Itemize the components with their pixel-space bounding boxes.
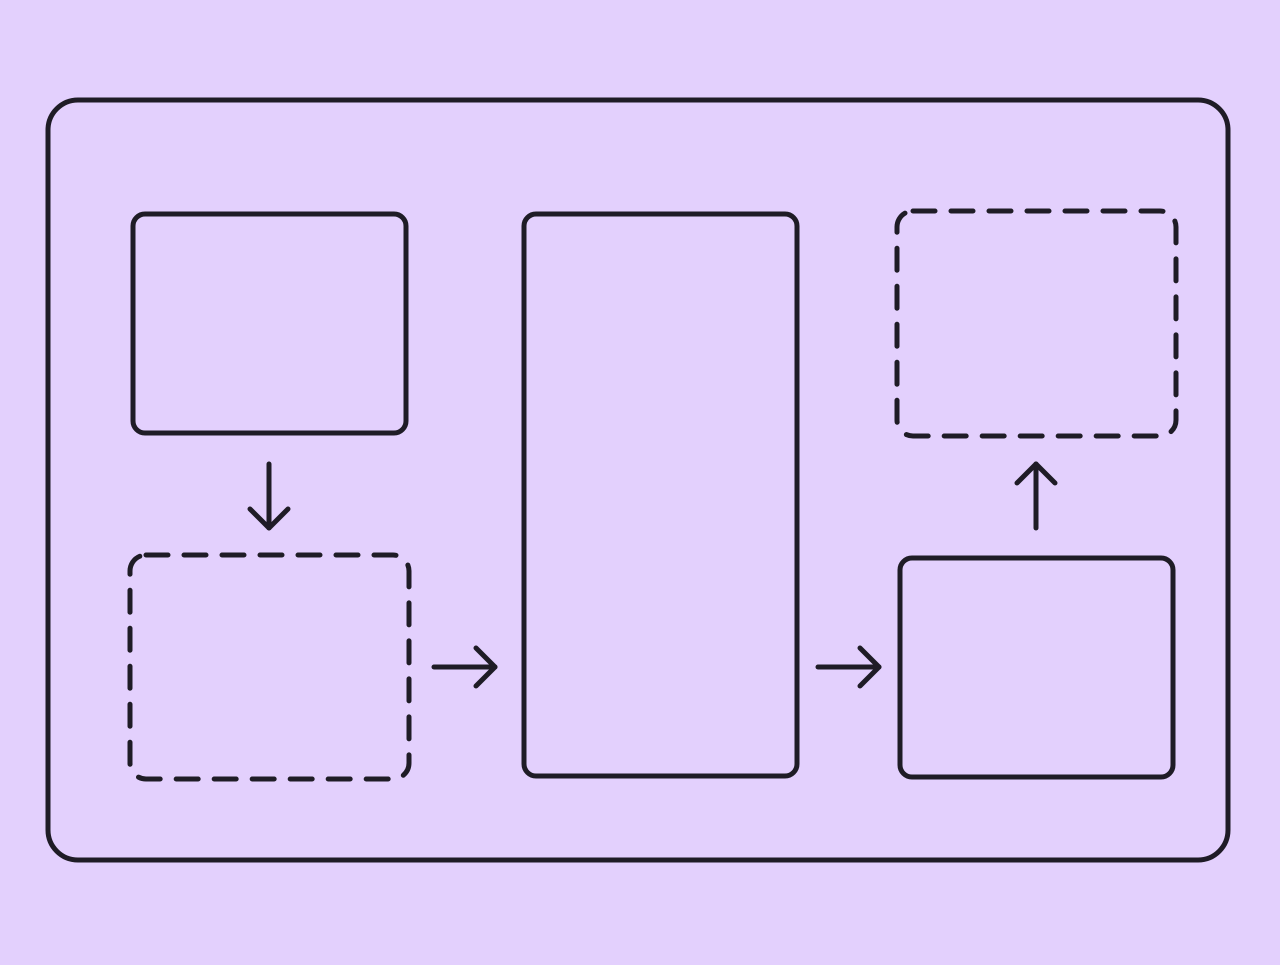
center-tall-box (521, 211, 800, 779)
bottom-left-box (127, 552, 412, 782)
arrow-right-icon (431, 645, 498, 689)
top-right-box (894, 208, 1179, 439)
bottom-right-box (897, 555, 1176, 780)
arrow-up-icon (1014, 461, 1058, 531)
arrow-right-icon (815, 645, 882, 689)
outer-frame (45, 97, 1231, 863)
top-left-box (130, 211, 409, 436)
arrow-down-icon (247, 461, 291, 531)
